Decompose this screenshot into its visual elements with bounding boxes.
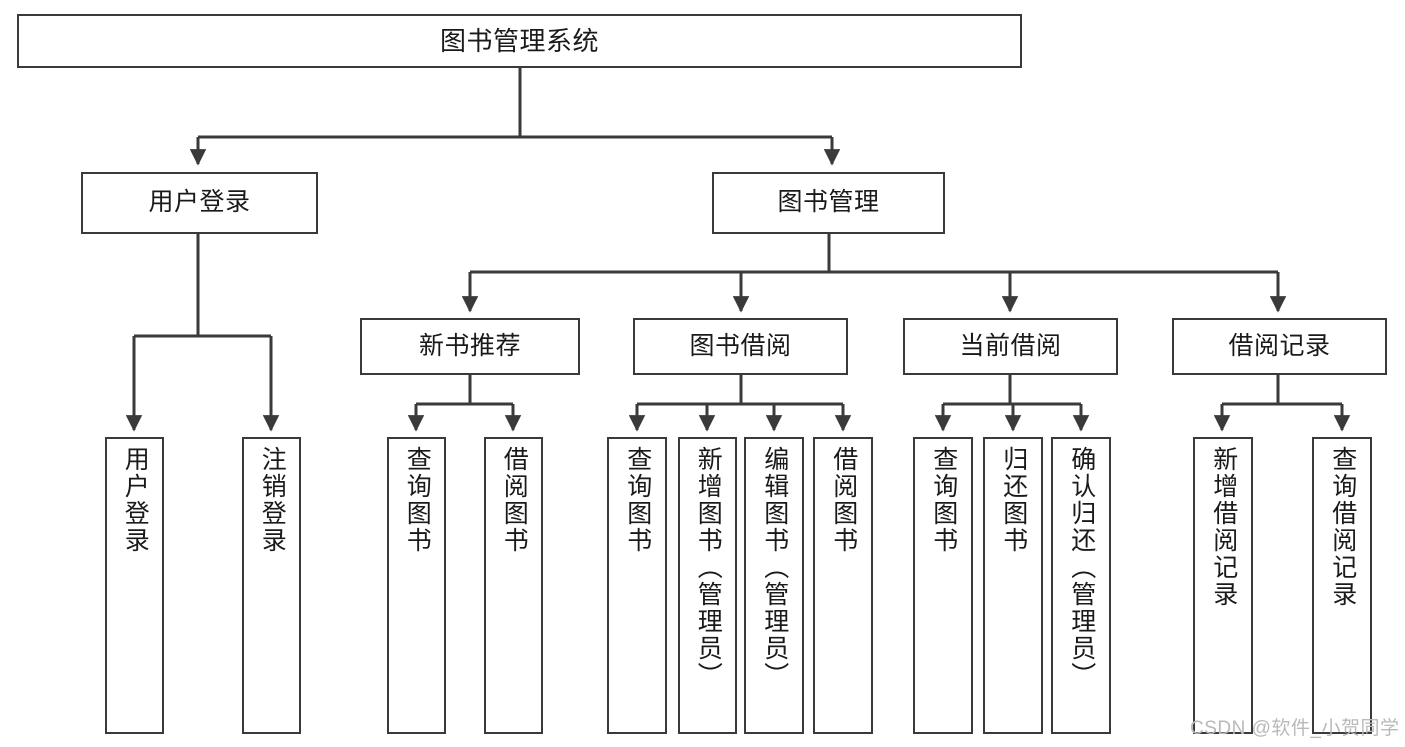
leaf-confirm-return-admin[interactable]: 确认归还（管理员） [1051, 437, 1111, 734]
leaf-query-book-recommend[interactable]: 查询图书 [387, 437, 446, 734]
node-user-login[interactable]: 用户登录 [81, 172, 318, 234]
node-new-book-recommend[interactable]: 新书推荐 [360, 318, 580, 375]
node-root-system[interactable]: 图书管理系统 [17, 14, 1022, 68]
leaf-borrow-book[interactable]: 借阅图书 [813, 437, 873, 734]
csdn-watermark: CSDN @软件_小贺同学 [1190, 718, 1400, 739]
leaf-add-borrow-record[interactable]: 新增借阅记录 [1193, 437, 1253, 734]
leaf-logout-login[interactable]: 注销登录 [242, 437, 301, 734]
leaf-query-borrow-record[interactable]: 查询借阅记录 [1312, 437, 1372, 734]
leaf-logout-login-label: 注销登录 [258, 446, 287, 554]
node-book-borrow-label: 图书借阅 [689, 331, 792, 360]
leaf-query-book-recommend-label: 查询图书 [403, 446, 432, 554]
leaf-borrow-book-label: 借阅图书 [829, 446, 858, 554]
leaf-query-borrow-record-label: 查询借阅记录 [1328, 446, 1357, 608]
leaf-query-book-current[interactable]: 查询图书 [913, 437, 973, 734]
node-book-borrow[interactable]: 图书借阅 [633, 318, 848, 375]
node-current-borrow-label: 当前借阅 [959, 331, 1062, 360]
leaf-return-book[interactable]: 归还图书 [983, 437, 1043, 734]
leaf-query-book-borrow-label: 查询图书 [623, 446, 652, 554]
leaf-add-borrow-record-label: 新增借阅记录 [1209, 446, 1238, 608]
node-user-login-label: 用户登录 [148, 188, 251, 217]
leaf-query-book-borrow[interactable]: 查询图书 [607, 437, 667, 734]
leaf-edit-book-admin-label: 编辑图书（管理员） [760, 446, 789, 689]
node-book-management[interactable]: 图书管理 [712, 172, 945, 234]
leaf-query-book-current-label: 查询图书 [929, 446, 958, 554]
leaf-return-book-label: 归还图书 [999, 446, 1028, 554]
node-current-borrow[interactable]: 当前借阅 [903, 318, 1118, 375]
leaf-edit-book-admin[interactable]: 编辑图书（管理员） [744, 437, 804, 734]
leaf-borrow-book-recommend[interactable]: 借阅图书 [484, 437, 543, 734]
leaf-user-login[interactable]: 用户登录 [105, 437, 164, 734]
node-new-book-recommend-label: 新书推荐 [418, 331, 521, 360]
leaf-add-book-admin[interactable]: 新增图书（管理员） [678, 437, 737, 734]
node-borrow-record-label: 借阅记录 [1228, 331, 1331, 360]
leaf-user-login-label: 用户登录 [121, 446, 150, 554]
leaf-add-book-admin-label: 新增图书（管理员） [694, 446, 723, 689]
leaf-confirm-return-admin-label: 确认归还（管理员） [1067, 446, 1096, 689]
node-borrow-record[interactable]: 借阅记录 [1172, 318, 1387, 375]
node-book-management-label: 图书管理 [777, 188, 880, 217]
leaf-borrow-book-recommend-label: 借阅图书 [500, 446, 529, 554]
node-root-label: 图书管理系统 [439, 25, 599, 56]
